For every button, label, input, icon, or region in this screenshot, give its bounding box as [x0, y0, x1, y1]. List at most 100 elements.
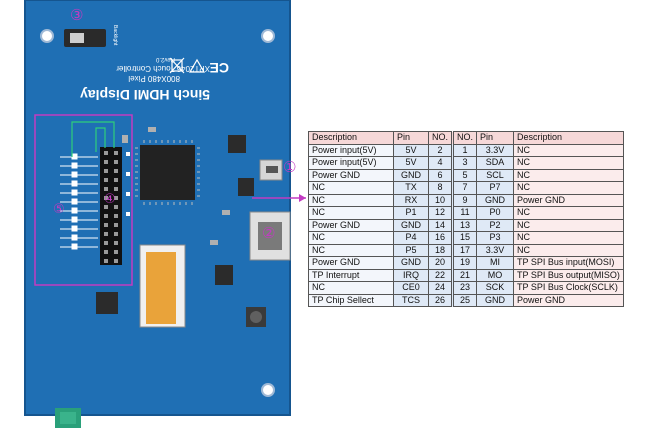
pin-desc-left: TP Chip Sellect — [308, 293, 394, 307]
pin-no-left: 14 — [427, 218, 454, 232]
pin-no-right: 7 — [451, 181, 478, 195]
pin-name-left: P4 — [393, 231, 429, 245]
pin-traces — [60, 153, 98, 250]
pin-name-left: GND — [393, 218, 429, 232]
hdmi-port — [249, 211, 291, 261]
pin-name-left: P1 — [393, 206, 429, 220]
pin-desc-right: TP SPI Bus Clock(SCLK) — [513, 281, 624, 295]
pin-name-right: MO — [476, 268, 515, 282]
pin-desc-left: Power GND — [308, 218, 394, 232]
pin-table-header: Description Pin NO. NO. Pin Description — [308, 131, 624, 145]
board-revision: Rev2.0 — [155, 56, 175, 62]
pin-desc-right: NC — [513, 243, 624, 257]
pin-desc-left: NC — [308, 193, 394, 207]
recycle-bin-icon — [169, 57, 185, 74]
pin-desc-right: NC — [513, 218, 624, 232]
pin-desc-right: TP SPI Bus input(MOSI) — [513, 256, 624, 270]
pin-name-right: P7 — [476, 181, 515, 195]
pin-name-left: CE0 — [393, 281, 429, 295]
pin-desc-left: Power input(5V) — [308, 156, 394, 170]
col-description-left: Description — [308, 131, 394, 145]
pin-no-right: 21 — [451, 268, 478, 282]
pin-name-left: 5V — [393, 156, 429, 170]
pin-no-right: 23 — [451, 281, 478, 295]
pin-desc-left: NC — [308, 231, 394, 245]
pin-no-right: 25 — [451, 293, 478, 307]
mounting-hole — [40, 29, 54, 43]
pin-name-right: P0 — [476, 206, 515, 220]
warning-triangle-icon — [188, 58, 206, 73]
pin-name-right: GND — [476, 193, 515, 207]
col-description-right: Description — [513, 131, 624, 145]
pin-no-left: 16 — [427, 231, 454, 245]
pin-no-right: 3 — [451, 156, 478, 170]
pcb-board — [25, 0, 290, 415]
pin-no-right: 11 — [451, 206, 478, 220]
pin-name-right: SCL — [476, 168, 515, 182]
pin-no-right: 17 — [451, 243, 478, 257]
backlight-switch-label: Backlight — [112, 25, 118, 46]
pin-desc-left: Power GND — [308, 256, 394, 270]
pin-name-left: TX — [393, 181, 429, 195]
col-no-left: NO. — [427, 131, 454, 145]
pin-desc-left: NC — [308, 206, 394, 220]
small-chip — [96, 292, 118, 314]
pin-desc-left: TP Interrupt — [308, 268, 394, 282]
pin-name-left: P5 — [393, 243, 429, 257]
pin-desc-right: NC — [513, 181, 624, 195]
pin-name-left: GND — [393, 256, 429, 270]
pin-no-left: 2 — [427, 143, 454, 157]
pin-name-left: RX — [393, 193, 429, 207]
pin-no-left: 22 — [427, 268, 454, 282]
pin-name-left: 5V — [393, 143, 429, 157]
pin-name-right: GND — [476, 293, 515, 307]
pin-no-left: 18 — [427, 243, 454, 257]
pin-no-right: 15 — [451, 231, 478, 245]
pin-name-right: SCK — [476, 281, 515, 295]
pin-desc-right: Power GND — [513, 193, 624, 207]
pin-name-left: TCS — [393, 293, 429, 307]
pin-no-right: 5 — [451, 168, 478, 182]
pin-desc-right: Power GND — [513, 293, 624, 307]
board-title: 5inch HDMI Display — [80, 87, 210, 103]
ce-mark: CE — [210, 60, 229, 76]
pin-desc-left: NC — [308, 281, 394, 295]
board-controller: XPT2046 Touch Controller — [116, 64, 210, 73]
mounting-hole — [261, 383, 275, 397]
pin-no-right: 9 — [451, 193, 478, 207]
pin-desc-left: NC — [308, 181, 394, 195]
pin-name-left: IRQ — [393, 268, 429, 282]
callout-3: ③ — [70, 6, 84, 24]
pin-no-left: 24 — [427, 281, 454, 295]
pin-no-left: 12 — [427, 206, 454, 220]
pin-name-right: SDA — [476, 156, 515, 170]
pin-name-right: 3.3V — [476, 143, 515, 157]
pin-desc-left: Power GND — [308, 168, 394, 182]
pin-no-left: 26 — [427, 293, 454, 307]
pin-desc-left: NC — [308, 243, 394, 257]
pin-desc-right: NC — [513, 231, 624, 245]
callout-4: ④ — [104, 192, 116, 207]
pin-name-right: P3 — [476, 231, 515, 245]
pin-no-left: 4 — [427, 156, 454, 170]
callout-2: ② — [262, 224, 276, 242]
regulator-chip — [238, 178, 254, 196]
pin-no-right: 19 — [451, 256, 478, 270]
pin-no-left: 8 — [427, 181, 454, 195]
controller-chip — [140, 145, 195, 200]
pin-no-left: 20 — [427, 256, 454, 270]
mounting-hole — [261, 29, 275, 43]
